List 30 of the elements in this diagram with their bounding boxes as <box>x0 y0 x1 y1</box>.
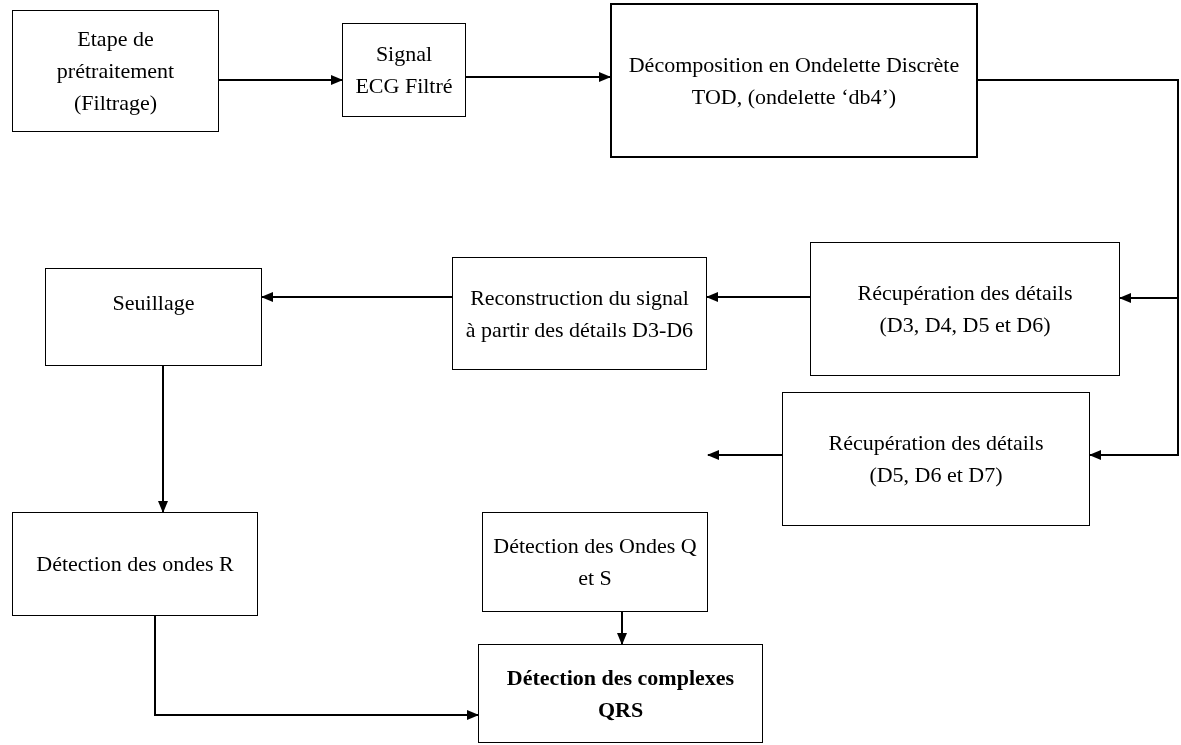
arrow <box>158 365 168 513</box>
arrow <box>465 72 611 82</box>
arrow <box>261 292 453 302</box>
process-box <box>810 242 1120 376</box>
box-label: Détection des complexes QRS <box>505 663 736 724</box>
arrow <box>218 75 343 85</box>
process-box <box>12 10 219 132</box>
process-box <box>342 23 466 117</box>
arrow <box>707 450 783 460</box>
box-label: Récupération des détails <box>857 279 1073 308</box>
process-box <box>782 392 1090 526</box>
box-label: Reconstruction du signal à partir des détails D3-D6 <box>464 283 695 344</box>
box-label: (D3, D4, D5 et D6) <box>879 311 1051 339</box>
process-box <box>452 257 707 370</box>
process-box <box>610 3 978 158</box>
process-box <box>45 268 262 366</box>
box-label: Détection des ondes R <box>36 550 234 579</box>
process-box <box>12 512 258 616</box>
box-label: Etape de prétraitement (Filtrage) <box>55 25 176 117</box>
process-box <box>482 512 708 612</box>
box-label: Récupération des détails <box>828 429 1044 458</box>
arrow <box>617 611 627 645</box>
box-label: Seuillage <box>112 289 195 317</box>
box-label: (D5, D6 et D7) <box>869 461 1003 489</box>
arrow <box>154 615 479 720</box>
box-label: Détection des Ondes Q et S <box>493 532 697 592</box>
process-box <box>478 644 763 743</box>
arrow <box>706 292 811 302</box>
box-label: Décomposition en Ondelette Discrète TOD, (ondelette ‘db4’) <box>627 50 961 111</box>
box-label: Signal ECG Filtré <box>354 40 454 100</box>
